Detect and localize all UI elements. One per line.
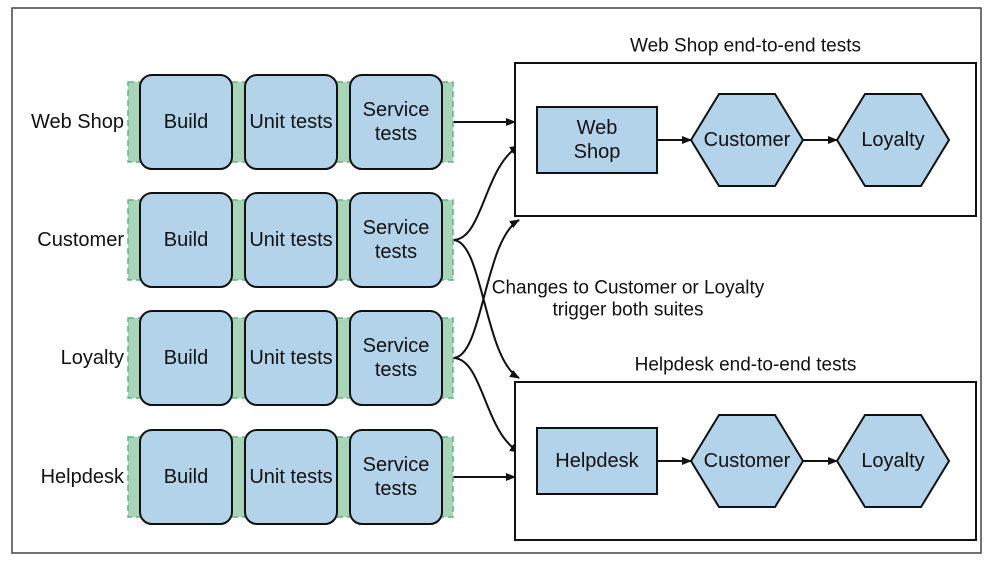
stage-label: Build bbox=[164, 229, 208, 251]
stage-connector bbox=[336, 81, 351, 163]
diagram-frame bbox=[11, 7, 982, 554]
stage-connector bbox=[441, 317, 454, 399]
pipeline-stage[interactable]: Build bbox=[139, 192, 233, 288]
suite-node[interactable]: Loyalty bbox=[835, 93, 951, 187]
suite-node[interactable]: Loyalty bbox=[835, 414, 951, 508]
pipeline-label: Web Shop bbox=[31, 111, 124, 133]
stage-box bbox=[139, 74, 233, 170]
stage-label: Unit tests bbox=[249, 347, 332, 369]
pipeline-stage[interactable]: Build bbox=[139, 74, 233, 170]
pipeline-stage[interactable]: Unit tests bbox=[244, 192, 338, 288]
service-box bbox=[536, 427, 658, 495]
stage-label: tests bbox=[375, 478, 417, 500]
suite-title: Web Shop end-to-end tests bbox=[630, 36, 861, 57]
suite-node[interactable]: Customer bbox=[689, 414, 805, 508]
pipeline-stage[interactable]: Build bbox=[139, 429, 233, 525]
stage-box bbox=[349, 310, 443, 406]
trigger-arrow bbox=[452, 219, 520, 359]
service-label: Customer bbox=[704, 450, 791, 472]
trigger-arrow bbox=[452, 357, 520, 453]
stage-label: Service bbox=[363, 335, 430, 357]
stage-connector bbox=[336, 317, 351, 399]
stage-box bbox=[244, 192, 338, 288]
stage-connector bbox=[441, 436, 454, 518]
stage-connector bbox=[231, 81, 246, 163]
suites-layer: Web Shop end-to-end testsWebShopCustomer… bbox=[514, 36, 977, 541]
stage-label: tests bbox=[375, 241, 417, 263]
stage-box bbox=[244, 74, 338, 170]
stage-connector bbox=[441, 199, 454, 281]
stage-connector bbox=[231, 317, 246, 399]
pipeline-stage[interactable]: Unit tests bbox=[244, 310, 338, 406]
service-label: Loyalty bbox=[861, 129, 924, 151]
pipeline-stage[interactable]: Unit tests bbox=[244, 429, 338, 525]
service-label: Customer bbox=[704, 129, 791, 151]
service-label: Web bbox=[577, 117, 618, 139]
stage-connector bbox=[127, 436, 141, 518]
stage-label: tests bbox=[375, 359, 417, 381]
pipeline-stage[interactable]: Unit tests bbox=[244, 74, 338, 170]
stage-label: Unit tests bbox=[249, 466, 332, 488]
stage-connector bbox=[127, 199, 141, 281]
stage-box bbox=[139, 429, 233, 525]
stage-connector bbox=[231, 199, 246, 281]
stage-connector bbox=[336, 199, 351, 281]
service-label: Loyalty bbox=[861, 450, 924, 472]
stage-connector bbox=[441, 81, 454, 163]
pipeline-label: Customer bbox=[37, 229, 124, 251]
stage-label: tests bbox=[375, 123, 417, 145]
stage-label: Unit tests bbox=[249, 229, 332, 251]
stage-box bbox=[244, 310, 338, 406]
stage-box bbox=[349, 429, 443, 525]
stage-connector bbox=[336, 436, 351, 518]
stage-label: Build bbox=[164, 111, 208, 133]
stage-box bbox=[244, 429, 338, 525]
suite-node[interactable]: Helpdesk bbox=[536, 427, 658, 495]
stage-box bbox=[139, 192, 233, 288]
stage-connector bbox=[231, 436, 246, 518]
pipeline-label: Helpdesk bbox=[41, 466, 125, 488]
stage-label: Build bbox=[164, 466, 208, 488]
suite-title: Helpdesk end-to-end tests bbox=[635, 355, 857, 376]
pipeline-stage[interactable]: Build bbox=[139, 310, 233, 406]
trigger-arrow bbox=[452, 145, 520, 241]
edges-layer bbox=[452, 118, 520, 481]
note-line: trigger both suites bbox=[552, 300, 703, 321]
note-line: Changes to Customer or Loyalty bbox=[492, 278, 765, 299]
service-label: Shop bbox=[574, 141, 621, 163]
stage-label: Unit tests bbox=[249, 111, 332, 133]
stage-box bbox=[349, 192, 443, 288]
stage-label: Service bbox=[363, 217, 430, 239]
stage-label: Service bbox=[363, 99, 430, 121]
suite-node[interactable]: Customer bbox=[689, 93, 805, 187]
service-label: Helpdesk bbox=[555, 450, 639, 472]
stage-connector bbox=[127, 317, 141, 399]
stage-label: Build bbox=[164, 347, 208, 369]
stage-connector bbox=[127, 81, 141, 163]
trigger-arrow bbox=[452, 239, 520, 379]
stage-box bbox=[139, 310, 233, 406]
stage-label: Service bbox=[363, 454, 430, 476]
stage-box bbox=[349, 74, 443, 170]
pipeline-label: Loyalty bbox=[61, 347, 124, 369]
